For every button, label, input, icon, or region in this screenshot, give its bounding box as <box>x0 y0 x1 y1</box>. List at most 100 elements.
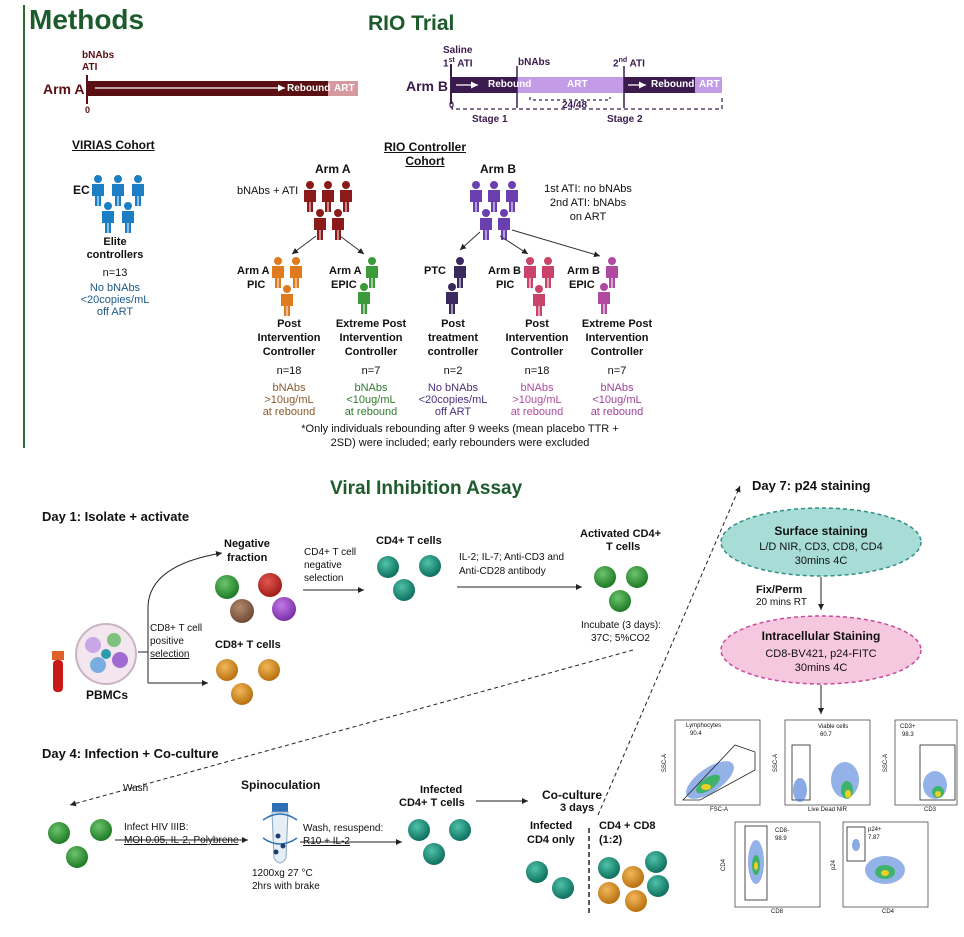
group-b-epic-label2: EPIC <box>569 279 595 291</box>
virias-d2: <20copies/mL <box>80 294 150 306</box>
flow-p2-gate: Viable cells <box>818 724 849 730</box>
footnote-line2: 2SD) were included; early rebounders wer… <box>330 437 590 449</box>
surface-2: 30mins 4C <box>794 555 848 567</box>
fixperm-2: 20 mins RT <box>756 597 807 608</box>
flow-p2-value: 60.7 <box>820 732 832 738</box>
group-col-name3: Controller <box>590 346 644 358</box>
arm-b-pic-people-icon <box>524 257 554 316</box>
arm-b-art-1: ART <box>567 79 588 90</box>
rio-arm-b-d1: 1st ATI: no bNAbs <box>544 183 632 195</box>
group-col-name3: controller <box>427 346 479 358</box>
arm-b-weeks: 24/48 <box>562 100 588 111</box>
flow-p5-xlab: CD4 <box>882 909 895 915</box>
virias-d1: No bNAbs <box>89 282 141 294</box>
coculture-2: 3 days <box>560 802 595 814</box>
virias-ec-label: EC <box>73 183 90 197</box>
negative-fraction-1: Negative <box>224 538 270 550</box>
intra-1: CD8-BV421, p24-FITC <box>765 648 877 660</box>
flow-p1-gate: Lymphocytes <box>686 723 722 729</box>
arm-b-art-2: ART <box>699 79 720 90</box>
flow-p3-ylab: SSC-A <box>883 753 890 773</box>
spin-2: 2hrs with brake <box>252 881 320 892</box>
group-col-n: n=18 <box>276 365 302 377</box>
coculture-mixed-cells <box>598 851 669 912</box>
group-col-a-pic: Post Intervention Controller n=18 bNAbs … <box>244 317 334 418</box>
group-col-name1: Post <box>525 318 549 330</box>
flow-p3-value: 98.3 <box>902 732 914 738</box>
arm-a-bnabs-label: bNAbs <box>82 50 115 61</box>
arm-a-zero: 0 <box>85 105 91 115</box>
group-col-n: n=7 <box>607 365 627 377</box>
coculture-infected-cells <box>526 861 574 899</box>
neg-sel-2: negative <box>304 560 342 571</box>
flow-p3-xlab: CD3 <box>924 807 937 813</box>
flow-p3-gate: CD3+ <box>900 724 916 730</box>
arm-b-branch-arrows <box>459 229 601 258</box>
activated-1: Activated CD4+ <box>580 528 662 540</box>
day7-heading: Day 7: p24 staining <box>752 478 871 493</box>
group-col-name2: Intervention <box>585 332 649 344</box>
rio-arm-b: Arm B <box>480 162 517 176</box>
flow-p2-xlab: Live Dead NIR <box>808 807 848 813</box>
group-col-name2: Intervention <box>505 332 569 344</box>
via-title: Viral Inhibition Assay <box>330 478 523 499</box>
virias-d3: off ART <box>96 306 134 318</box>
group-col-b-epic: Extreme Post Intervention Controller n=7… <box>572 317 662 418</box>
day4-green-cells <box>48 819 112 868</box>
group-col-d1: bNAbs <box>520 382 554 394</box>
flow-plot-5 <box>842 821 929 908</box>
arm-a-ati-label: ATI <box>82 62 98 73</box>
group-col-ptc: Post treatment controller n=2 No bNAbs <… <box>408 317 498 418</box>
arm-a-people-icon <box>304 181 352 240</box>
flow-p2-ylab: SSC-A <box>773 753 780 773</box>
group-b-pic-label1: Arm B <box>488 265 522 277</box>
group-col-name2: treatment <box>427 332 479 344</box>
page-title: Methods <box>29 4 145 35</box>
virias-n: n=13 <box>102 267 128 279</box>
group-col-name3: Controller <box>344 346 398 358</box>
arm-b-zero: 0 <box>449 100 455 110</box>
intracellular-staining-oval <box>720 615 922 685</box>
cd4-t-cells-label: CD4+ T cells <box>376 535 442 547</box>
flow-p4-xlab: CD8 <box>771 909 784 915</box>
pos-sel-3: selection <box>150 649 190 660</box>
cd8-cells <box>216 659 280 705</box>
flow-p1-xlab: FSC-A <box>710 807 728 813</box>
infect-1: Infect HIV IIIB: <box>124 822 189 833</box>
rio-arm-b-d3: on ART <box>569 211 607 223</box>
group-col-d2: <20copies/mL <box>418 394 488 406</box>
arm-b-stage1: Stage 1 <box>472 114 508 125</box>
flow-plot-2 <box>784 719 871 806</box>
group-a-pic-label1: Arm A <box>237 265 270 277</box>
inf-only-1: Infected <box>530 820 573 832</box>
wash-res-2: R10 + IL-2 <box>303 836 350 847</box>
surface-staining-oval <box>720 507 922 577</box>
flow-plot-3 <box>894 719 958 806</box>
group-col-d1: bNAbs <box>354 382 388 394</box>
arm-a-pic-people-icon <box>272 257 302 316</box>
group-col-d3: off ART <box>434 406 472 418</box>
negative-fraction-2: fraction <box>227 552 268 564</box>
group-b-pic-label2: PIC <box>496 279 515 291</box>
rio-arm-a: Arm A <box>315 162 351 176</box>
arm-b-bnabs: bNAbs <box>518 57 551 68</box>
neg-sel-3: selection <box>304 573 344 584</box>
surface-title: Surface staining <box>774 524 868 538</box>
pbmcs-label: PBMCs <box>86 688 129 702</box>
arm-b-timeline <box>450 64 723 110</box>
negative-fraction-cells <box>215 573 296 623</box>
incubate-2: 37C; 5%CO2 <box>591 633 650 644</box>
flow-plot-4 <box>734 821 821 908</box>
arm-a-timeline <box>86 75 358 104</box>
group-col-name1: Post <box>277 318 301 330</box>
group-b-epic-label1: Arm B <box>567 265 601 277</box>
cd4cd8-1: CD4 + CD8 <box>599 820 656 832</box>
group-a-pic-label2: PIC <box>247 279 266 291</box>
group-ptc-label1: PTC <box>424 265 446 277</box>
group-col-n: n=18 <box>524 365 550 377</box>
pos-sel-1: CD8+ T cell <box>150 623 203 634</box>
cd8-t-cells-label: CD8+ T cells <box>215 639 281 651</box>
flow-p5-ylab: p24 <box>831 859 838 871</box>
group-col-name3: Controller <box>262 346 316 358</box>
